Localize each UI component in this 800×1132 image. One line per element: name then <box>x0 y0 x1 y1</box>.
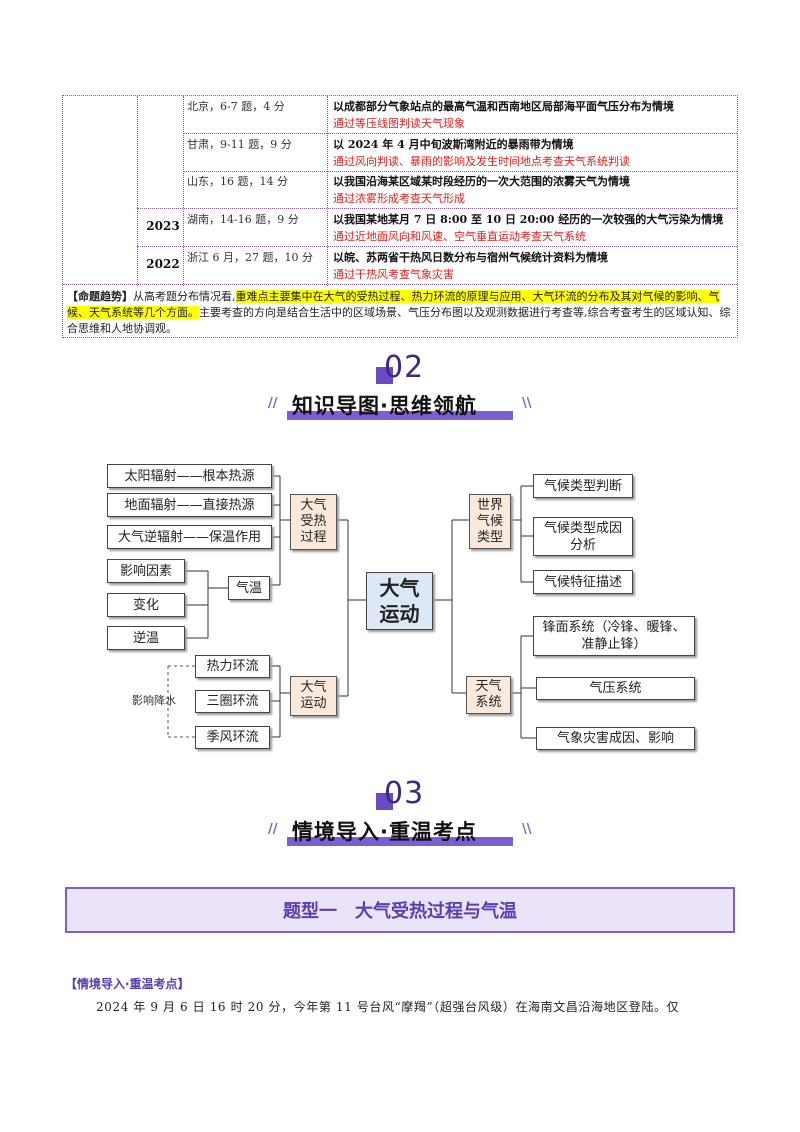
row-context: 以 2024 年 4 月中旬波斯湾附近的暴雨带为情境 <box>333 138 574 151</box>
trend-rest: 主要考查的方向是结合生活中的区域场景、气压分布图以及观测数据进行考查等,综合考查… <box>67 306 731 335</box>
row-year: 2023 <box>146 219 180 233</box>
climate-feature-box: 气候特征描述 <box>533 570 633 594</box>
climate-cause-box: 气候类型成因 分析 <box>533 517 633 556</box>
climate-judgment-box: 气候类型判断 <box>533 474 633 498</box>
table-divider <box>137 208 737 209</box>
section-title: 知识导图·思维领航 <box>292 394 477 418</box>
section-header-02: 02 // 知识导图·思维领航 \\ <box>0 350 800 422</box>
section-marker <box>376 367 393 384</box>
row-context: 以我国某地某月 7 日 8:00 至 10 日 20:00 经历的一次较强的大气… <box>333 213 724 226</box>
trend-text: 【命题趋势】从高考题分布情况看,重难点主要集中在大气的受热过程、热力环流的原理与… <box>67 289 735 337</box>
climate-type-box: 世界 气候 类型 <box>469 494 511 549</box>
temperature-box: 气温 <box>228 576 270 600</box>
trend-intro: 从高考题分布情况看, <box>133 290 236 303</box>
ground-radiation-box: 地面辐射——直接热源 <box>107 493 272 517</box>
weather-disaster-box: 气象灾害成因、影响 <box>536 727 695 750</box>
thermal-circulation-box: 热力环流 <box>195 655 270 678</box>
center-node: 大气 运动 <box>366 572 433 630</box>
section-underline <box>287 411 513 420</box>
row-year: 2022 <box>146 257 180 271</box>
table-divider <box>137 96 138 286</box>
three-cell-circulation-box: 三圈环流 <box>195 690 270 713</box>
row-focus: 通过近地面风向和风速、空气垂直运动考查天气系统 <box>333 230 586 243</box>
counter-radiation-box: 大气逆辐射——保温作用 <box>107 525 272 549</box>
exam-table: 北京，6-7 题，4 分 以成都部分气象站点的最高气温和西南地区局部海平面气压分… <box>62 95 738 338</box>
row-focus: 通过浓雾形成考查天气形成 <box>333 192 465 205</box>
table-divider <box>183 96 184 286</box>
heating-process-box: 大气 受热 过程 <box>290 494 337 550</box>
row-source: 甘肃，9-11 题，9 分 <box>187 138 292 151</box>
row-source: 湖南，14-16 题，9 分 <box>187 213 299 226</box>
slash-decoration: // <box>268 396 278 411</box>
atmospheric-motion-box: 大气 运动 <box>290 676 337 716</box>
row-focus: 通过等压线图判读天气现象 <box>333 117 465 130</box>
banner-title: 题型一 大气受热过程与气温 <box>283 901 517 922</box>
section-marker <box>376 793 393 810</box>
context-paragraph: 2024 年 9 月 6 日 16 时 20 分，今年第 11 号台风“摩羯”（… <box>96 1000 680 1014</box>
front-system-box: 锋面系统（冷锋、暖锋、 准静止锋） <box>533 616 695 656</box>
pressure-system-box: 气压系统 <box>536 677 695 700</box>
monsoon-circulation-box: 季风环流 <box>195 726 270 749</box>
weather-system-box: 天气 系统 <box>466 676 511 714</box>
table-divider <box>183 171 737 172</box>
slash-decoration: \\ <box>522 396 532 411</box>
row-source: 山东，16 题，14 分 <box>187 175 288 188</box>
solar-radiation-box: 太阳辐射——根本热源 <box>107 464 272 488</box>
influence-factors-box: 影响因素 <box>107 559 185 583</box>
precipitation-label: 影响降水 <box>132 694 176 707</box>
section-title: 情境导入·重温考点 <box>292 820 477 844</box>
context-heading: 【情境导入·重温考点】 <box>65 977 190 991</box>
row-context: 以我国沿海某区域某时段经历的一次大范围的浓雾天气为情境 <box>333 175 630 188</box>
table-divider <box>63 284 737 285</box>
section-header-03: 03 // 情境导入·重温考点 \\ <box>0 776 800 848</box>
section-number: 02 <box>384 350 425 385</box>
row-source: 浙江 6 月，27 题，10 分 <box>187 251 313 264</box>
row-context: 以皖、苏两省干热风日数分布与宿州气候统计资料为情境 <box>333 251 608 264</box>
inversion-box: 逆温 <box>107 626 185 650</box>
row-source: 北京，6-7 题，4 分 <box>187 100 285 113</box>
change-box: 变化 <box>107 593 185 617</box>
section-number: 03 <box>384 776 425 811</box>
row-focus: 通过风向判读、暴雨的影响及发生时间地点考查天气系统判读 <box>333 155 630 168</box>
question-type-banner: 题型一 大气受热过程与气温 <box>65 887 735 933</box>
table-divider <box>183 133 737 134</box>
table-divider <box>137 246 737 247</box>
table-divider <box>327 96 328 286</box>
section-underline <box>287 837 513 846</box>
slash-decoration: // <box>268 822 278 837</box>
row-focus: 通过干热风考查气象灾害 <box>333 268 454 281</box>
trend-tag: 【命题趋势】 <box>67 290 133 303</box>
slash-decoration: \\ <box>522 822 532 837</box>
row-context: 以成都部分气象站点的最高气温和西南地区局部海平面气压分布为情境 <box>333 100 674 113</box>
